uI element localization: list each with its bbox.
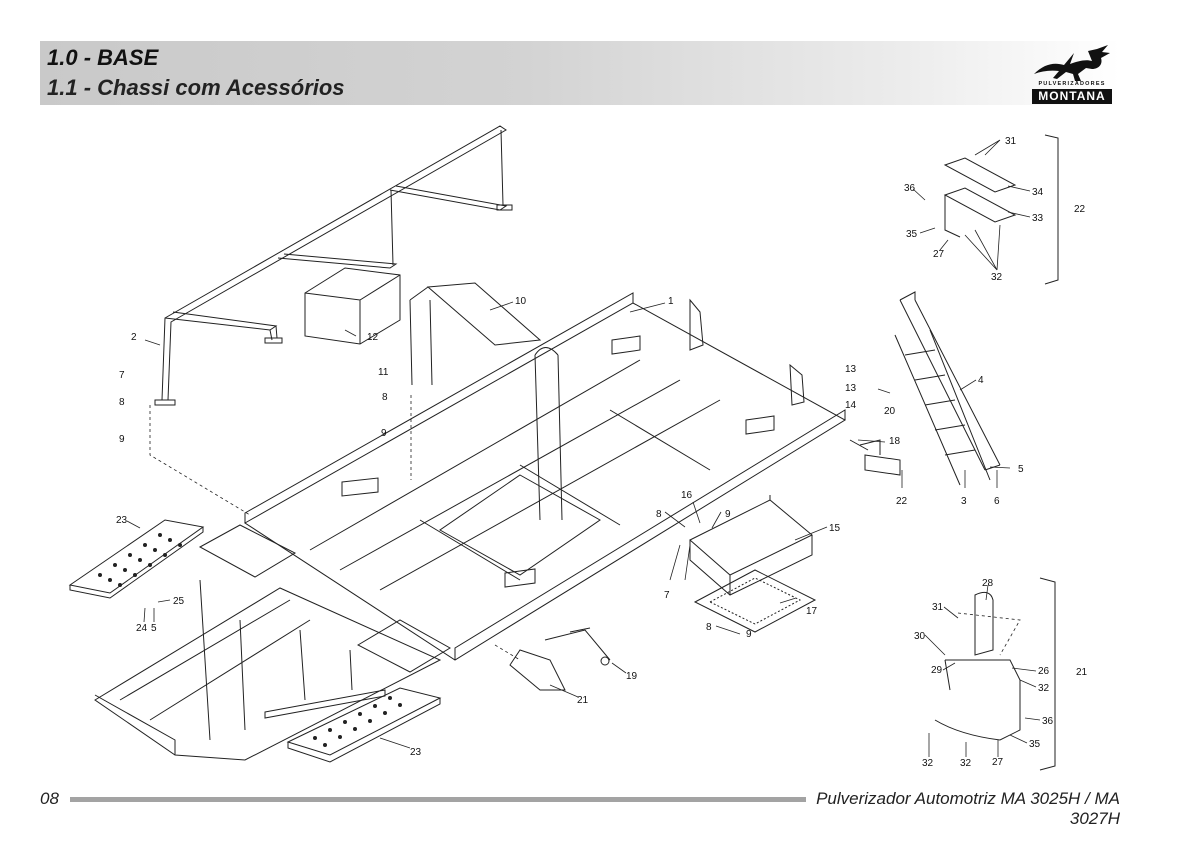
step-grate-left: [68, 519, 205, 599]
callout-13-mid: 13: [845, 383, 857, 394]
callout-8-tray: 8: [656, 509, 662, 520]
callout-31-support: 31: [932, 602, 944, 613]
callout-22-detail: 22: [1074, 204, 1086, 215]
brand-logo: PULVERIZADORES MONTANA: [1030, 44, 1114, 106]
callout-15: 15: [829, 523, 841, 534]
callout-5: 5: [1018, 464, 1024, 475]
callout-13-top: 13: [845, 364, 857, 375]
leader-lines: [126, 139, 1041, 757]
callout-8-grate: 8: [706, 622, 712, 633]
section-title: 1.0 - BASE: [47, 45, 159, 70]
brand-name: MONTANA: [1032, 89, 1112, 104]
bracket-mount: [849, 439, 901, 476]
callout-33: 33: [1032, 213, 1044, 224]
callout-36-bracket: 36: [904, 183, 916, 194]
callout-20: 20: [884, 406, 896, 417]
callout-25: 25: [173, 596, 185, 607]
callout-23-left: 23: [116, 515, 128, 526]
callout-23-right: 23: [410, 747, 422, 758]
header-band: [40, 41, 1120, 105]
callout-32-right: 32: [1038, 683, 1050, 694]
callout-22-main: 22: [896, 496, 908, 507]
callout-2: 2: [131, 332, 137, 343]
pegasus-logo-icon: [1034, 45, 1110, 81]
storage-box: [304, 267, 401, 345]
callout-35-bracket: 35: [906, 229, 918, 240]
platform-step: [409, 282, 563, 521]
callout-29: 29: [931, 665, 943, 676]
support-bracket: [509, 649, 566, 691]
callout-21-main: 21: [577, 695, 589, 706]
callout-9-tray: 9: [725, 509, 731, 520]
tray-grate: [693, 569, 817, 633]
callout-1: 1: [668, 296, 674, 307]
callout-7-right: 7: [664, 590, 670, 601]
side-ladder: [894, 291, 1001, 486]
callout-17: 17: [806, 606, 818, 617]
page-number: 08: [40, 789, 59, 808]
callout-9-mid: 9: [381, 428, 387, 439]
callout-32-bracket: 32: [991, 272, 1003, 283]
detail-bracket-22: [943, 134, 1059, 285]
chassis-frame: [244, 292, 846, 661]
callout-14: 14: [845, 400, 857, 411]
step-grate-right: [286, 687, 442, 763]
callout-27-bracket: 27: [933, 249, 945, 260]
callout-27-support: 27: [992, 757, 1004, 768]
callout-30: 30: [914, 631, 926, 642]
callout-32-bottom-left: 32: [922, 758, 934, 769]
callout-8-mid: 8: [382, 392, 388, 403]
brand-tagline: PULVERIZADORES: [1038, 81, 1106, 87]
dashed-assembly-lines: [149, 395, 1021, 661]
guard-rail: [154, 125, 513, 406]
callout-9-left: 9: [119, 434, 125, 445]
callout-11: 11: [378, 367, 389, 378]
footer-model-name: Pulverizador Automotriz MA 3025H / MA 30…: [816, 789, 1120, 828]
callout-21-detail: 21: [1076, 667, 1088, 678]
step-mesh-panels: [198, 524, 451, 673]
callout-18: 18: [889, 436, 901, 447]
callout-7-left: 7: [119, 370, 125, 381]
footer-rule: [70, 797, 806, 802]
callout-19: 19: [626, 671, 638, 682]
callout-35-support: 35: [1029, 739, 1041, 750]
callout-6: 6: [994, 496, 1000, 507]
callout-9-grate: 9: [746, 629, 752, 640]
callout-10: 10: [515, 296, 527, 307]
callout-3: 3: [961, 496, 967, 507]
pin-assembly: [544, 627, 611, 666]
callout-4: 4: [978, 375, 984, 386]
callout-24: 24: [136, 623, 148, 634]
callout-36-support: 36: [1042, 716, 1054, 727]
callout-16: 16: [681, 490, 693, 501]
callout-5-lower: 5: [151, 623, 157, 634]
callout-8-left: 8: [119, 397, 125, 408]
tool-tray: [689, 495, 813, 596]
callout-34: 34: [1032, 187, 1044, 198]
callout-28: 28: [982, 578, 994, 589]
callout-32-bottom-mid: 32: [960, 758, 972, 769]
detail-support-21: [934, 577, 1056, 771]
front-lower-frame: [94, 579, 442, 761]
callout-31-bracket: 31: [1005, 136, 1017, 147]
callout-12: 12: [367, 332, 379, 343]
section-subtitle: 1.1 - Chassi com Acessórios: [47, 75, 345, 100]
callout-26: 26: [1038, 666, 1050, 677]
exploded-parts-diagram: 1 2 3 4 5 6 7 7 8 8 8 8 9 9 9 9 10 11 12…: [68, 125, 1088, 771]
